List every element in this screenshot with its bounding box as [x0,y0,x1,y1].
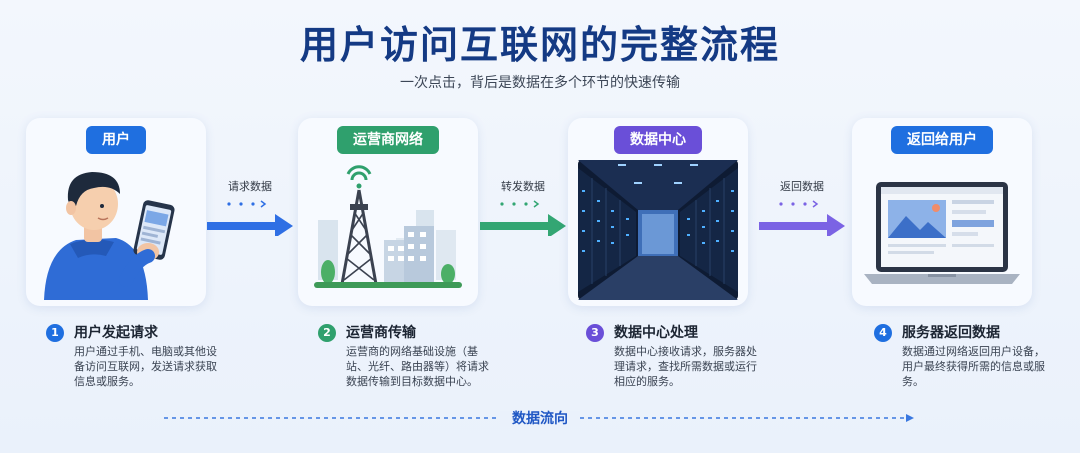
step-title: 运营商传输 [346,325,416,341]
step-title: 服务器返回数据 [902,325,1000,341]
arrow-right-icon [759,200,845,236]
arrow-right-icon [480,200,566,236]
connector-forward: 转发数据 [478,178,568,238]
card-return: 返回给用户 [852,118,1032,306]
connector-label-request: 请求数据 [228,180,272,193]
card-label-user: 用户 [86,126,146,154]
card-label-carrier: 运营商网络 [337,126,439,154]
step-number-badge: 3 [586,324,604,342]
card-label-return: 返回给用户 [891,126,993,154]
card-carrier: 运营商网络 [298,118,478,306]
connector-label-return: 返回数据 [780,180,824,193]
step-number-badge: 2 [318,324,336,342]
step-number-badge: 1 [46,324,64,342]
step-description: 数据中心接收请求，服务器处理请求，查找所需数据或运行相应的服务。 [614,345,757,388]
step-title: 用户发起请求 [74,325,158,341]
step-description: 用户通过手机、电脑或其他设备访问互联网，发送请求获取信息或服务。 [74,345,217,388]
connector-request: 请求数据 [205,178,295,238]
connector-return: 返回数据 [757,178,847,238]
cell-tower-illustration [314,165,462,288]
connector-label-forward: 转发数据 [501,180,545,193]
step-description: 运营商的网络基础设施（基站、光纤、路由器等）将请求数据传输到目标数据中心。 [346,345,489,388]
laptop-illustration [864,182,1020,284]
card-label-datacenter: 数据中心 [614,126,702,154]
data-flow-indicator: 数据流向 [160,406,920,430]
user-with-phone-illustration [44,172,175,300]
step-number-badge: 4 [874,324,892,342]
step-title: 数据中心处理 [614,325,698,341]
page-title: 用户访问互联网的完整流程 [299,23,780,67]
step-description: 数据通过网络返回用户设备，用户最终获得所需的信息或服务。 [902,345,1045,388]
page-subtitle: 一次点击，背后是数据在多个环节的快速传输 [400,75,680,91]
server-room-illustration [578,160,738,300]
flow-label: 数据流向 [500,411,580,427]
card-user: 用户 [26,118,206,306]
card-datacenter: 数据中心 [568,118,748,306]
arrow-right-icon [207,200,293,236]
